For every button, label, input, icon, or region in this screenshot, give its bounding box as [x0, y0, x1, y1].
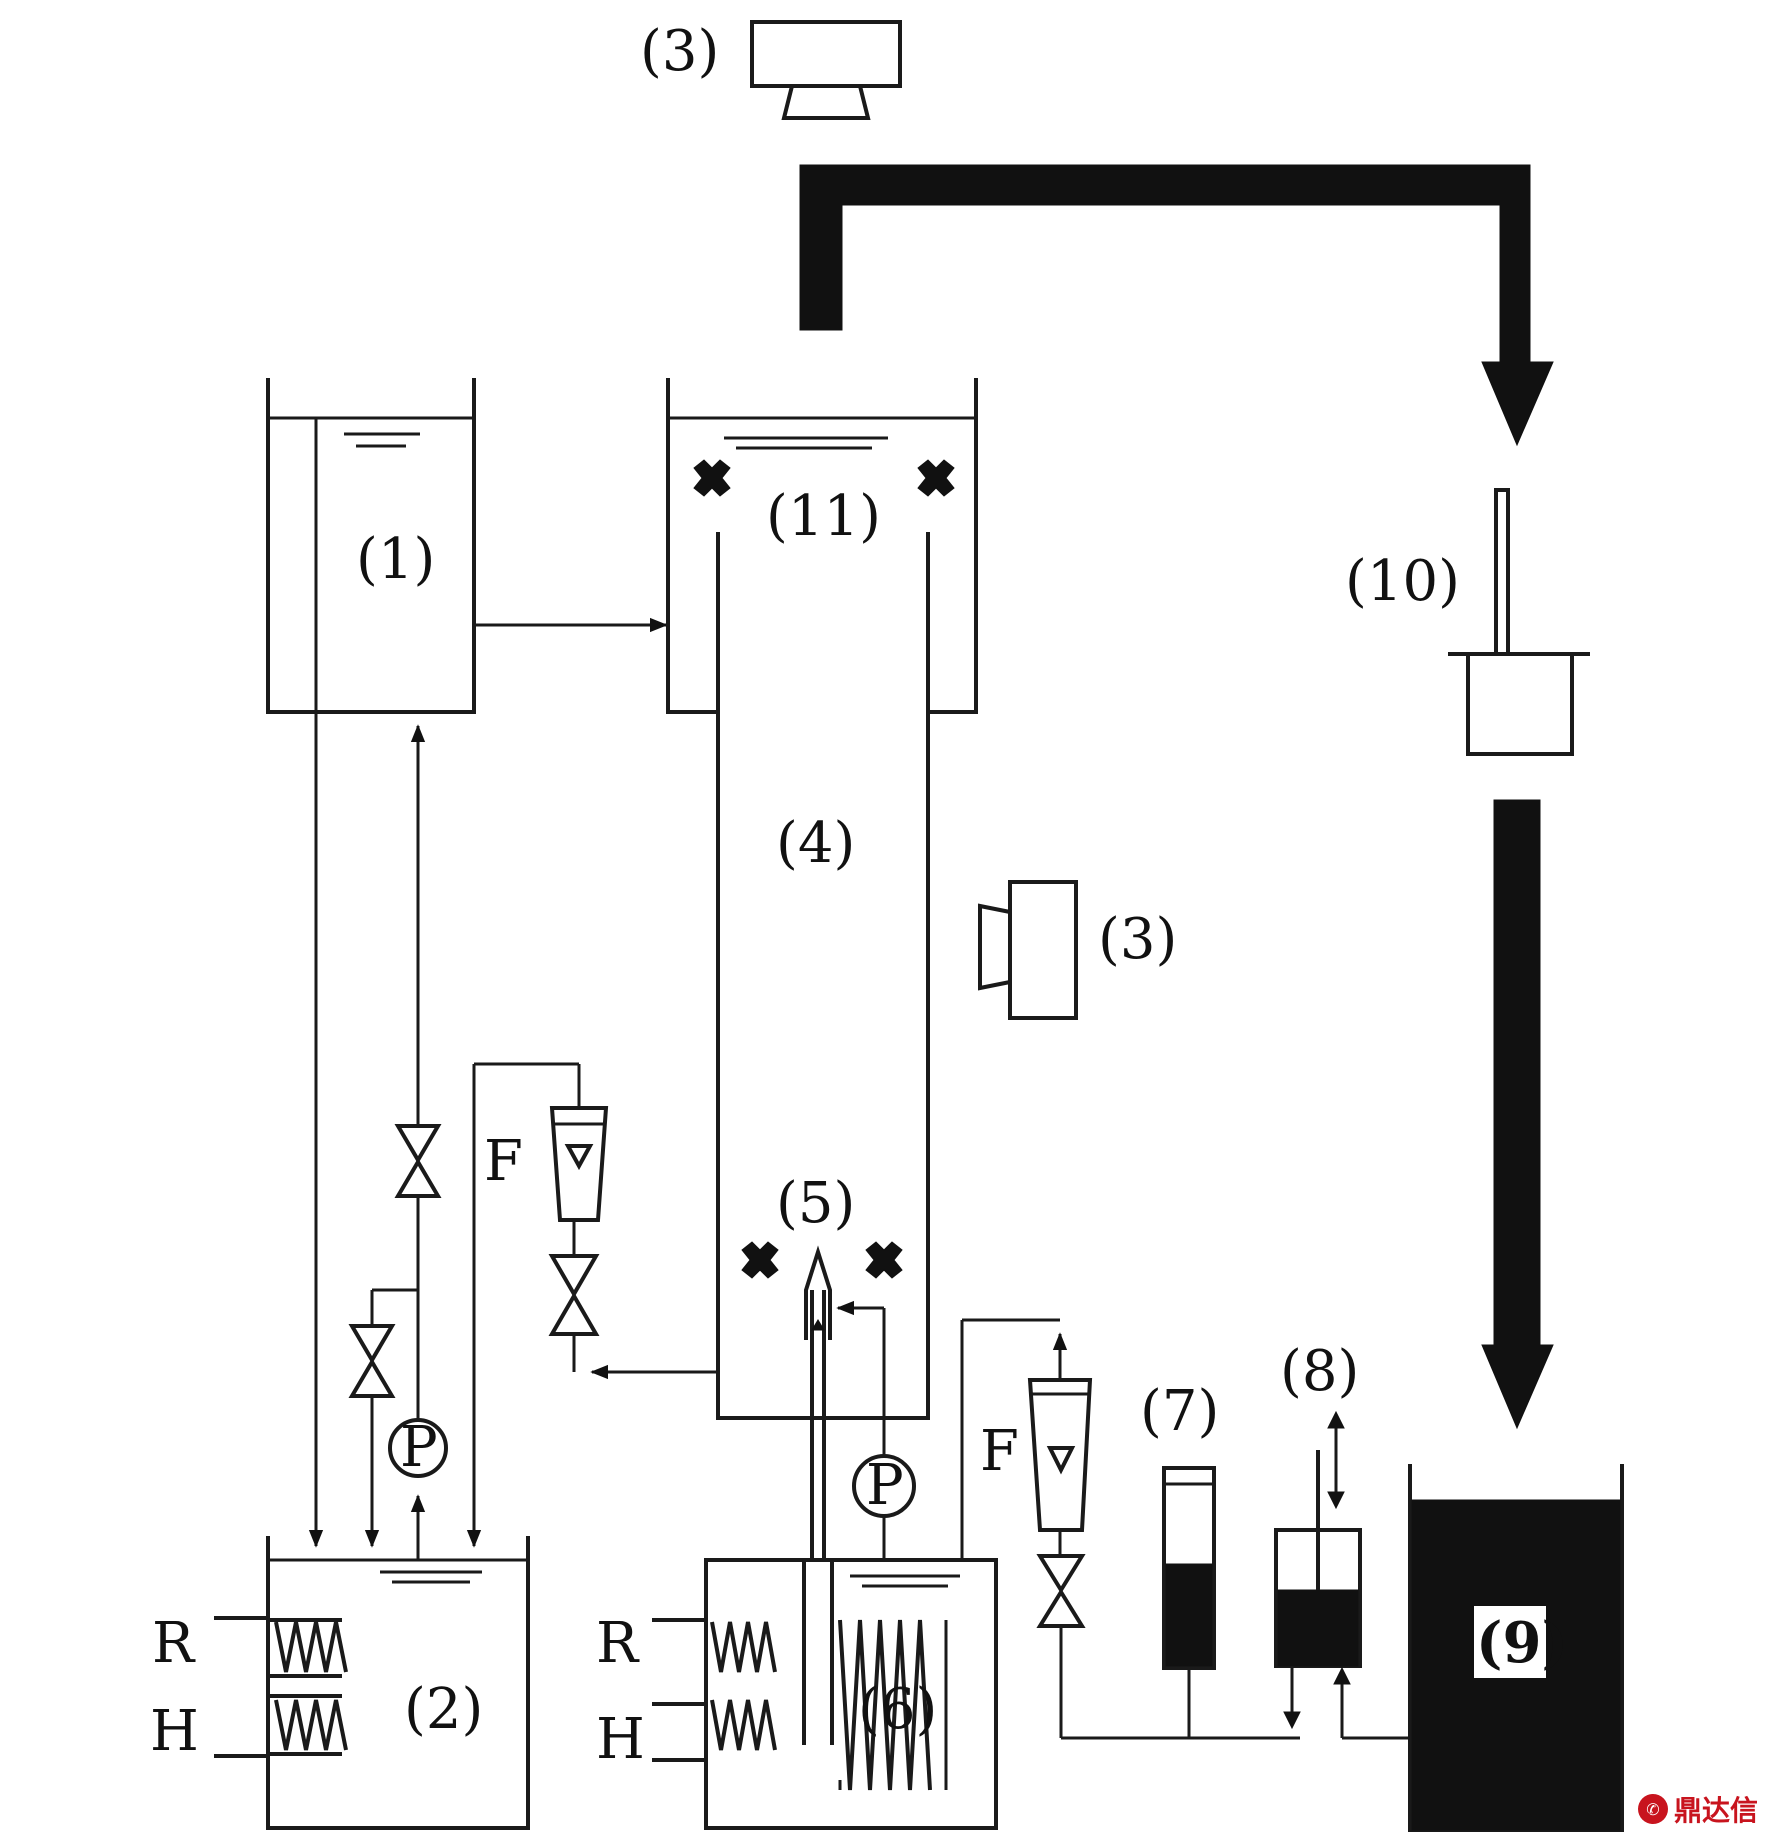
label-cylinder-7: (7) [1140, 1379, 1219, 1444]
flowmeter-f2 [1027, 1378, 1093, 1532]
camera-top [750, 20, 902, 120]
tank-2 [266, 1536, 530, 1830]
rheometer-device [1448, 488, 1590, 756]
label-h-left: H [150, 1699, 199, 1764]
flowmeter-f1-label: F [484, 1129, 523, 1194]
label-column: (4) [776, 811, 855, 876]
logo-icon: ✆ [1637, 1794, 1668, 1824]
pump-p2-label: P [866, 1453, 904, 1518]
feedback-path [799, 164, 1554, 1430]
valve-f2 [1036, 1530, 1300, 1740]
lights-top [693, 459, 955, 497]
flowmeter-f2-label: F [980, 1419, 1019, 1484]
injector-nozzle [802, 1245, 834, 1745]
piston-8 [1274, 1410, 1410, 1740]
pump-loop-right [836, 1300, 886, 1560]
watermark-text: 鼎达信 [1673, 1794, 1758, 1827]
label-r-left: R [152, 1611, 196, 1676]
label-lights-bottom: (5) [776, 1171, 855, 1236]
label-camera-top: (3) [640, 19, 719, 84]
label-rheometer: (10) [1345, 549, 1460, 614]
pump-p2 [852, 1454, 916, 1518]
tank-6 [652, 1558, 998, 1830]
reservoir-9 [1408, 1464, 1624, 1832]
tank-1 [266, 378, 476, 714]
cylinder-7 [1162, 1466, 1216, 1738]
camera-side [978, 880, 1078, 1020]
label-reservoir-9: (9) [1476, 1610, 1568, 1676]
label-tank-2: (2) [404, 1677, 483, 1742]
lights-bottom [741, 1241, 903, 1279]
label-r-right: R [596, 1611, 640, 1676]
bypass-line [348, 1288, 418, 1548]
column-outlet-line [572, 1334, 718, 1380]
label-tank-1: (1) [356, 527, 435, 592]
flowmeter-f1 [466, 1062, 609, 1548]
pump-p1 [388, 1418, 448, 1478]
label-piston-8: (8) [1280, 1339, 1359, 1404]
label-h-right: H [596, 1707, 645, 1772]
valve-pump-top [394, 1124, 442, 1198]
label-top-box: (11) [766, 484, 881, 549]
pump-p1-label: P [400, 1415, 438, 1480]
label-tank-6: (6) [858, 1677, 937, 1742]
label-camera-side: (3) [1098, 907, 1177, 972]
valve-f1 [548, 1254, 600, 1336]
line-to-flowmeter-f2 [960, 1318, 1068, 1560]
watermark: ✆ 鼎达信 [1637, 1789, 1758, 1829]
